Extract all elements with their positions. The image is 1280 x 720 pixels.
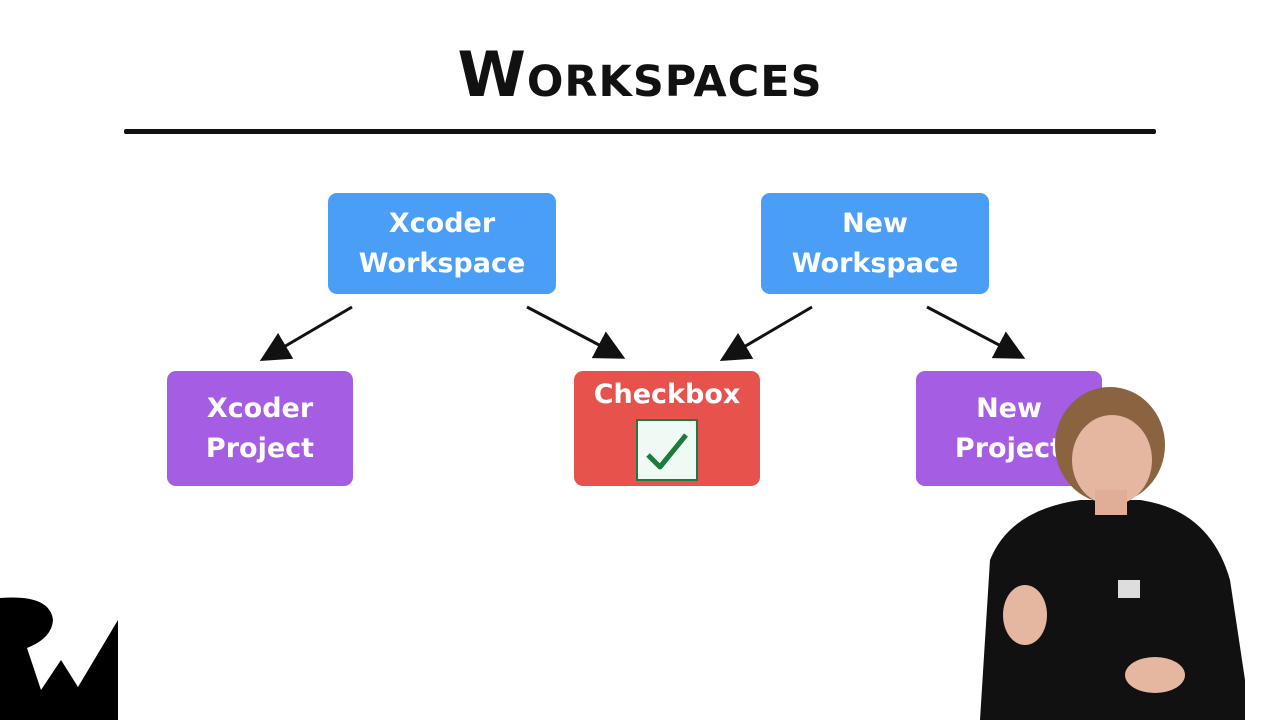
node-label: New Workspace [791,207,959,279]
presenter-video [980,387,1245,720]
node-label: Xcoder Project [205,392,315,464]
title-divider [124,129,1156,134]
node-label: Xcoder Workspace [358,207,526,279]
node-new-workspace: New Workspace [761,193,989,294]
node-xcoder-project: Xcoder Project [167,371,353,486]
node-xcoder-workspace: Xcoder Workspace [328,193,556,294]
checkmark-icon [636,419,698,481]
node-label: New Project [954,392,1064,464]
arrow [526,305,626,359]
node-label: Checkbox [593,379,741,410]
arrow [926,305,1026,359]
node-checkbox: Checkbox [574,371,760,486]
arrow [259,305,353,362]
raywenderlich-logo [0,597,118,720]
slide-title: Workspaces [457,38,823,111]
arrow [719,305,813,362]
